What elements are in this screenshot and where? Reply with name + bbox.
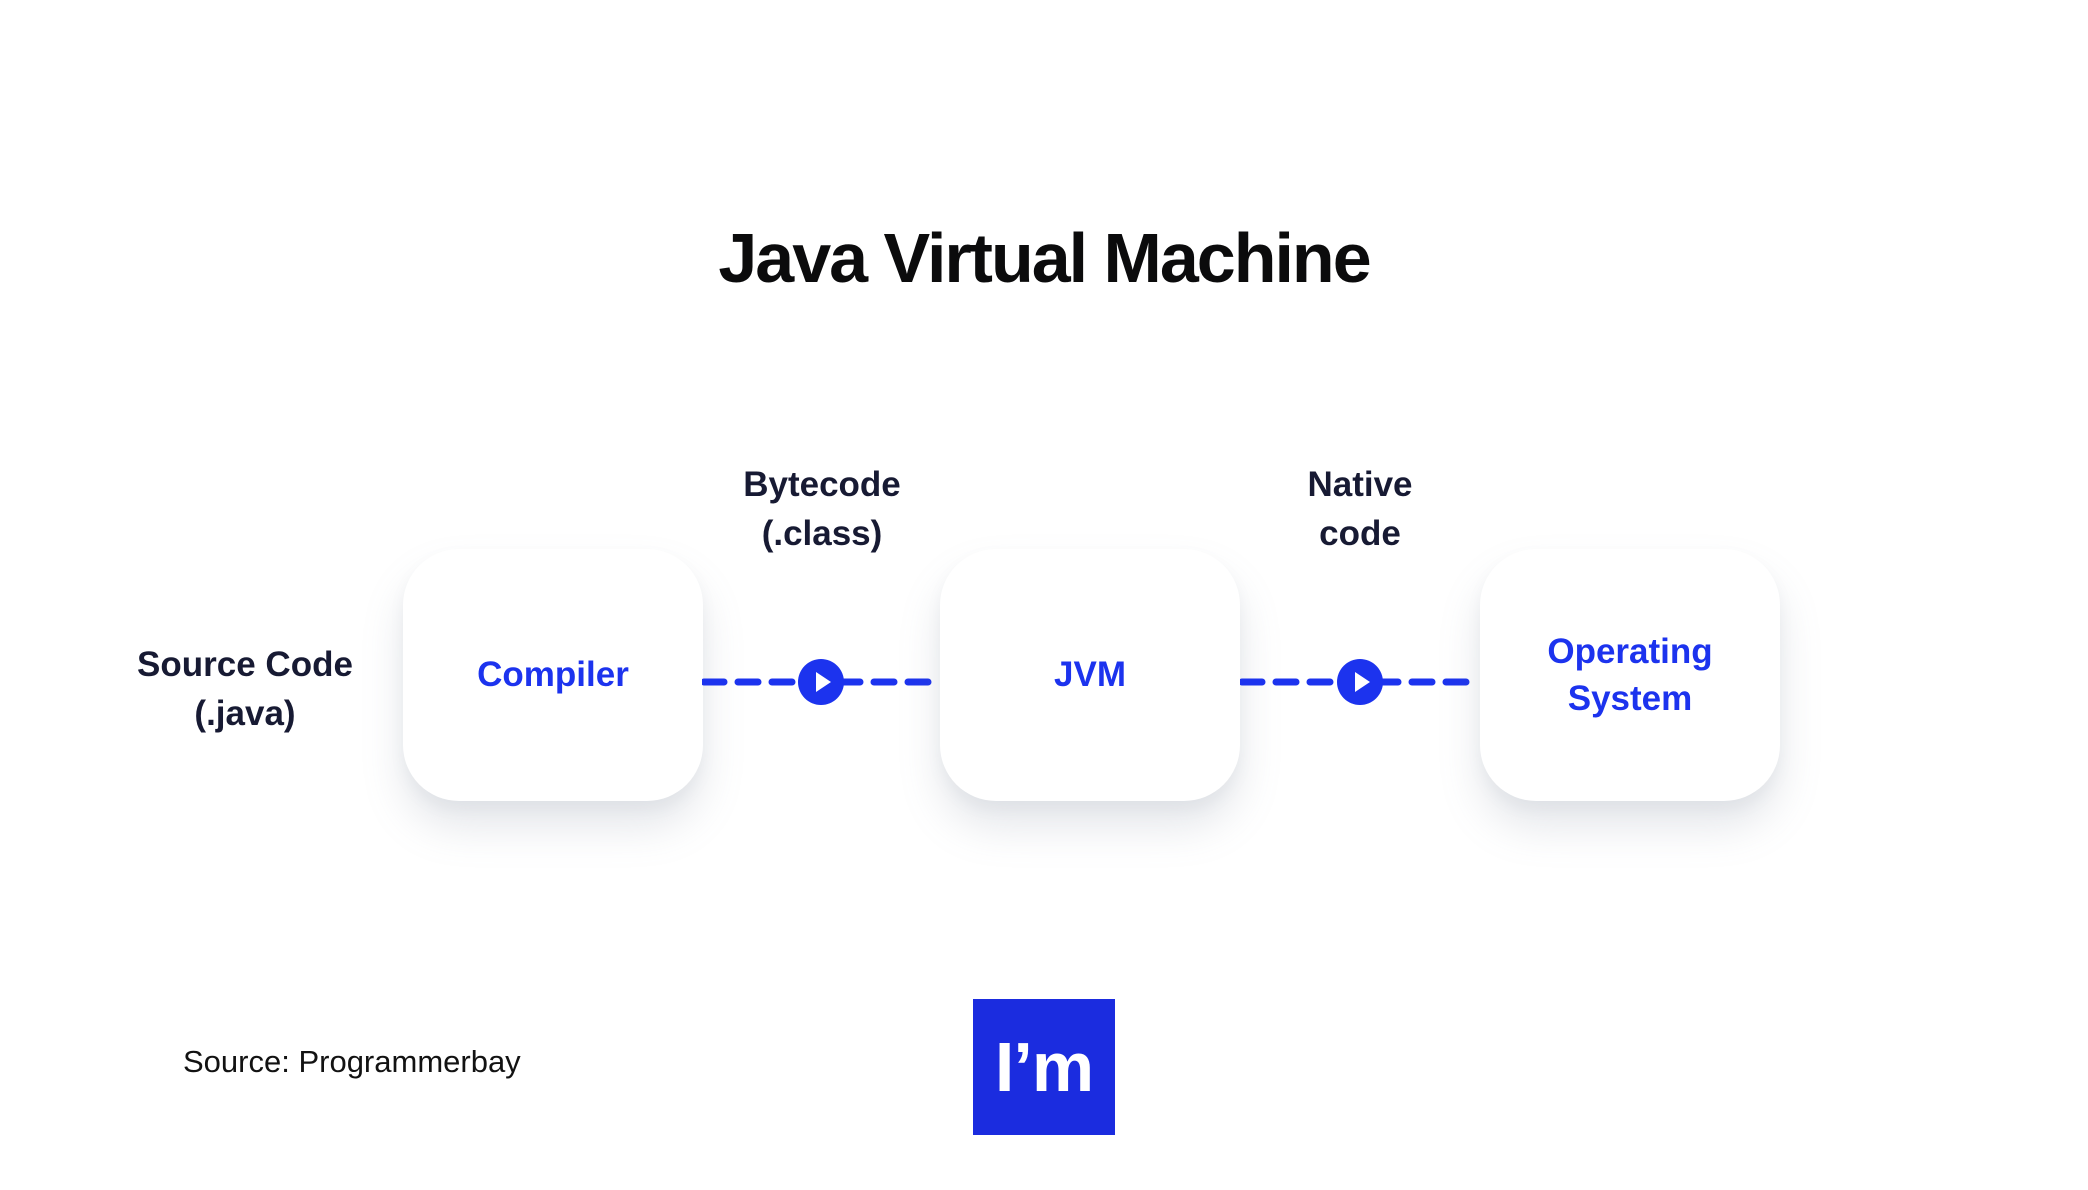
- connector-native: [1240, 659, 1480, 705]
- native-code-label-line2: code: [1319, 514, 1401, 553]
- node-operating-system-label: Operating System: [1547, 631, 1713, 718]
- native-code-label: Native code: [1210, 460, 1510, 558]
- node-compiler: Compiler: [403, 549, 703, 801]
- brand-logo: I’m: [973, 999, 1115, 1135]
- play-icon: [1355, 672, 1370, 692]
- node-jvm-label: JVM: [1054, 655, 1126, 695]
- source-code-label-line1: Source Code: [137, 645, 353, 684]
- play-badge: [798, 659, 844, 705]
- brand-logo-text: I’m: [994, 1028, 1094, 1106]
- play-badge: [1337, 659, 1383, 705]
- node-compiler-label: Compiler: [477, 655, 629, 695]
- native-code-label-line1: Native: [1307, 465, 1413, 504]
- page-title: Java Virtual Machine: [718, 219, 1371, 297]
- source-code-label: Source Code (.java): [95, 640, 395, 738]
- bytecode-label-line2: (.class): [761, 514, 883, 553]
- play-icon: [816, 672, 831, 692]
- connector-bytecode: [702, 659, 940, 705]
- source-attribution: Source: Programmerbay: [183, 1044, 521, 1079]
- bytecode-label: Bytecode (.class): [672, 460, 972, 558]
- node-operating-system: Operating System: [1480, 549, 1780, 801]
- bytecode-label-line1: Bytecode: [743, 465, 901, 504]
- source-code-label-line2: (.java): [194, 694, 296, 733]
- node-jvm: JVM: [940, 549, 1240, 801]
